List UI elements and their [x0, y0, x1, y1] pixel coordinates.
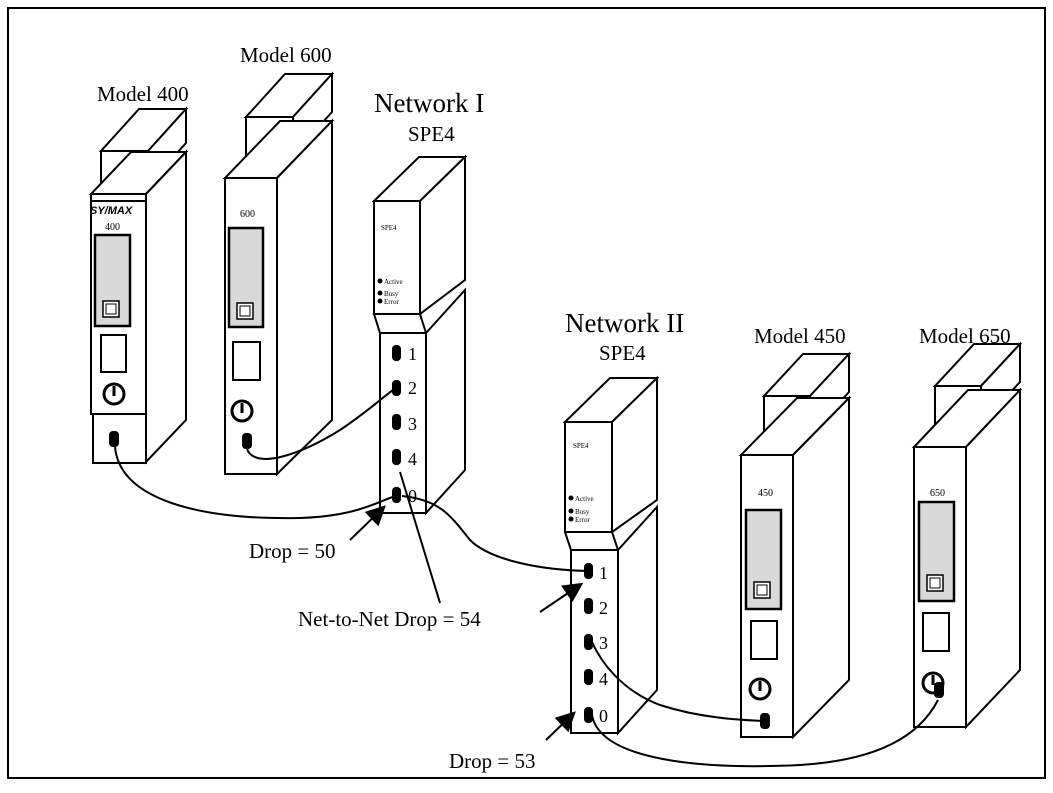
spe2-port-label: 2	[599, 598, 608, 618]
spe1-port-label: 3	[408, 414, 417, 434]
spe4-network-2-module: Network II SPE4 SPE4 Active Busy Error 1…	[562, 308, 684, 736]
spe1-led-active: Active	[384, 278, 403, 286]
spe1-led-error: Error	[384, 298, 399, 306]
spe1-port-label: 0	[408, 486, 417, 506]
spe2-port-label: 3	[599, 633, 608, 653]
network-1-title: Network I	[374, 88, 484, 118]
spe2-label: SPE4	[573, 442, 589, 450]
drop-53-arrow	[545, 711, 576, 741]
spe1-label: SPE4	[381, 224, 397, 232]
spe1-led-busy: Busy	[384, 290, 399, 298]
net-to-net-arrow	[539, 582, 584, 613]
model-600-label: 600	[240, 209, 255, 220]
spe2-port-label: 4	[599, 669, 608, 689]
cable-400-spe1	[114, 446, 397, 520]
cable-600-spe1	[246, 387, 397, 460]
net-to-net-label: Net-to-Net Drop = 54	[298, 607, 481, 631]
drop-50-label: Drop = 50	[249, 539, 336, 563]
annotations: Drop = 50 Net-to-Net Drop = 54 Drop = 53	[249, 471, 584, 773]
model-600-title: Model 600	[240, 43, 332, 67]
spe2-led-busy: Busy	[575, 508, 590, 516]
cables	[114, 387, 939, 768]
network-1-subtitle: SPE4	[408, 122, 455, 146]
model-400-module: Model 400 SY/MAX 400	[88, 82, 189, 465]
spe2-port-label: 0	[599, 706, 608, 726]
model-600-module: Model 600 600	[222, 43, 335, 477]
spe1-ports: 1 2 3 4 0	[392, 344, 417, 506]
spe2-led-active: Active	[575, 495, 594, 503]
cable-spe2-450	[591, 641, 765, 722]
net-to-net-pointer	[399, 471, 441, 604]
network-2-subtitle: SPE4	[599, 341, 646, 365]
cable-spe1-spe2	[401, 495, 589, 572]
spe1-port-label: 4	[408, 449, 417, 469]
spe1-port-label: 1	[408, 344, 417, 364]
model-450-title: Model 450	[754, 324, 846, 348]
model-450-label: 450	[758, 488, 773, 499]
model-650-module: Model 650 650	[911, 324, 1023, 730]
spe1-port-label: 2	[408, 378, 417, 398]
model-650-label: 650	[930, 488, 945, 499]
model-400-title: Model 400	[97, 82, 189, 106]
spe2-ports: 1 2 3 4 0	[584, 563, 608, 726]
spe2-port-label: 1	[599, 563, 608, 583]
model-400-label: 400	[105, 222, 120, 233]
drop-53-label: Drop = 53	[449, 749, 536, 773]
network-2-title: Network II	[565, 308, 684, 338]
drop-50-arrow	[349, 505, 386, 541]
model-450-module: Model 450 450	[738, 324, 852, 740]
cable-spe2-650	[591, 699, 939, 768]
spe2-led-error: Error	[575, 516, 590, 524]
model-400-brand: SY/MAX	[90, 205, 133, 217]
